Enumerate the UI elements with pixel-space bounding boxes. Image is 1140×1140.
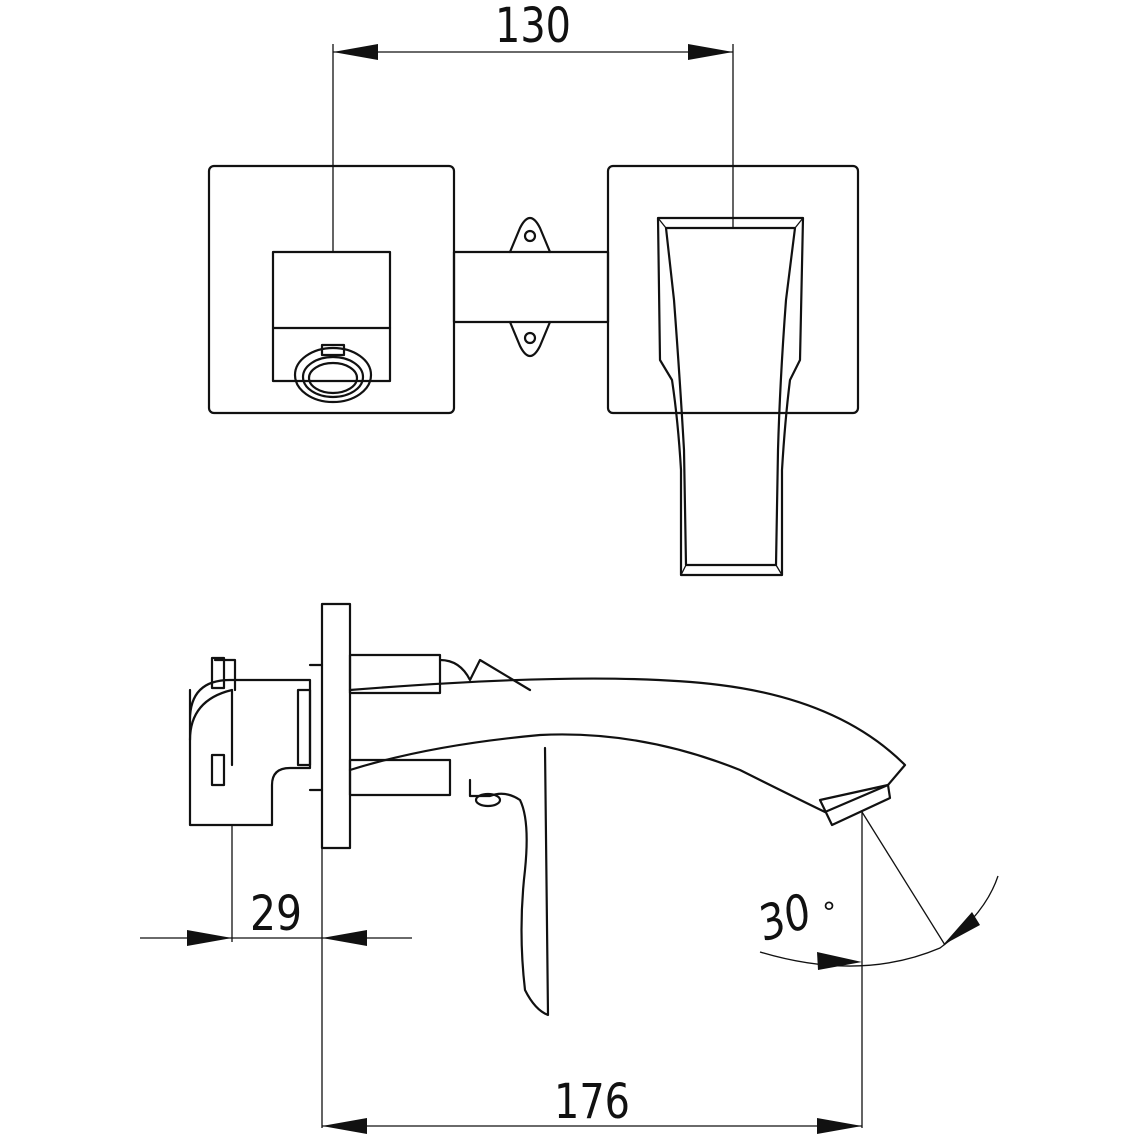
mounting-lug-top [508, 216, 552, 254]
left-cover-plate [207, 164, 456, 415]
angle-degree-symbol: ° [822, 896, 836, 929]
dimension-176 [322, 812, 863, 1134]
front-view: 130 [207, 0, 860, 577]
handle-block [271, 250, 392, 383]
dimension-label-176: 176 [554, 1074, 630, 1130]
spout-side [348, 677, 907, 814]
spout-front [656, 216, 805, 577]
angle-label-30: 30 [752, 883, 819, 952]
angle-30 [759, 811, 999, 970]
dimension-29 [140, 825, 412, 1128]
wall-plate [320, 602, 352, 850]
dimension-label-130: 130 [495, 0, 571, 54]
body-housing [188, 678, 312, 827]
dimension-label-29: 29 [250, 886, 302, 942]
side-view: 29 176 30 ° [140, 602, 999, 1134]
lever-handle [468, 746, 550, 1017]
mounting-lug-bottom [508, 320, 552, 358]
dimension-130 [332, 44, 734, 252]
cartridge-nut [293, 343, 373, 404]
connecting-bar [452, 250, 610, 324]
